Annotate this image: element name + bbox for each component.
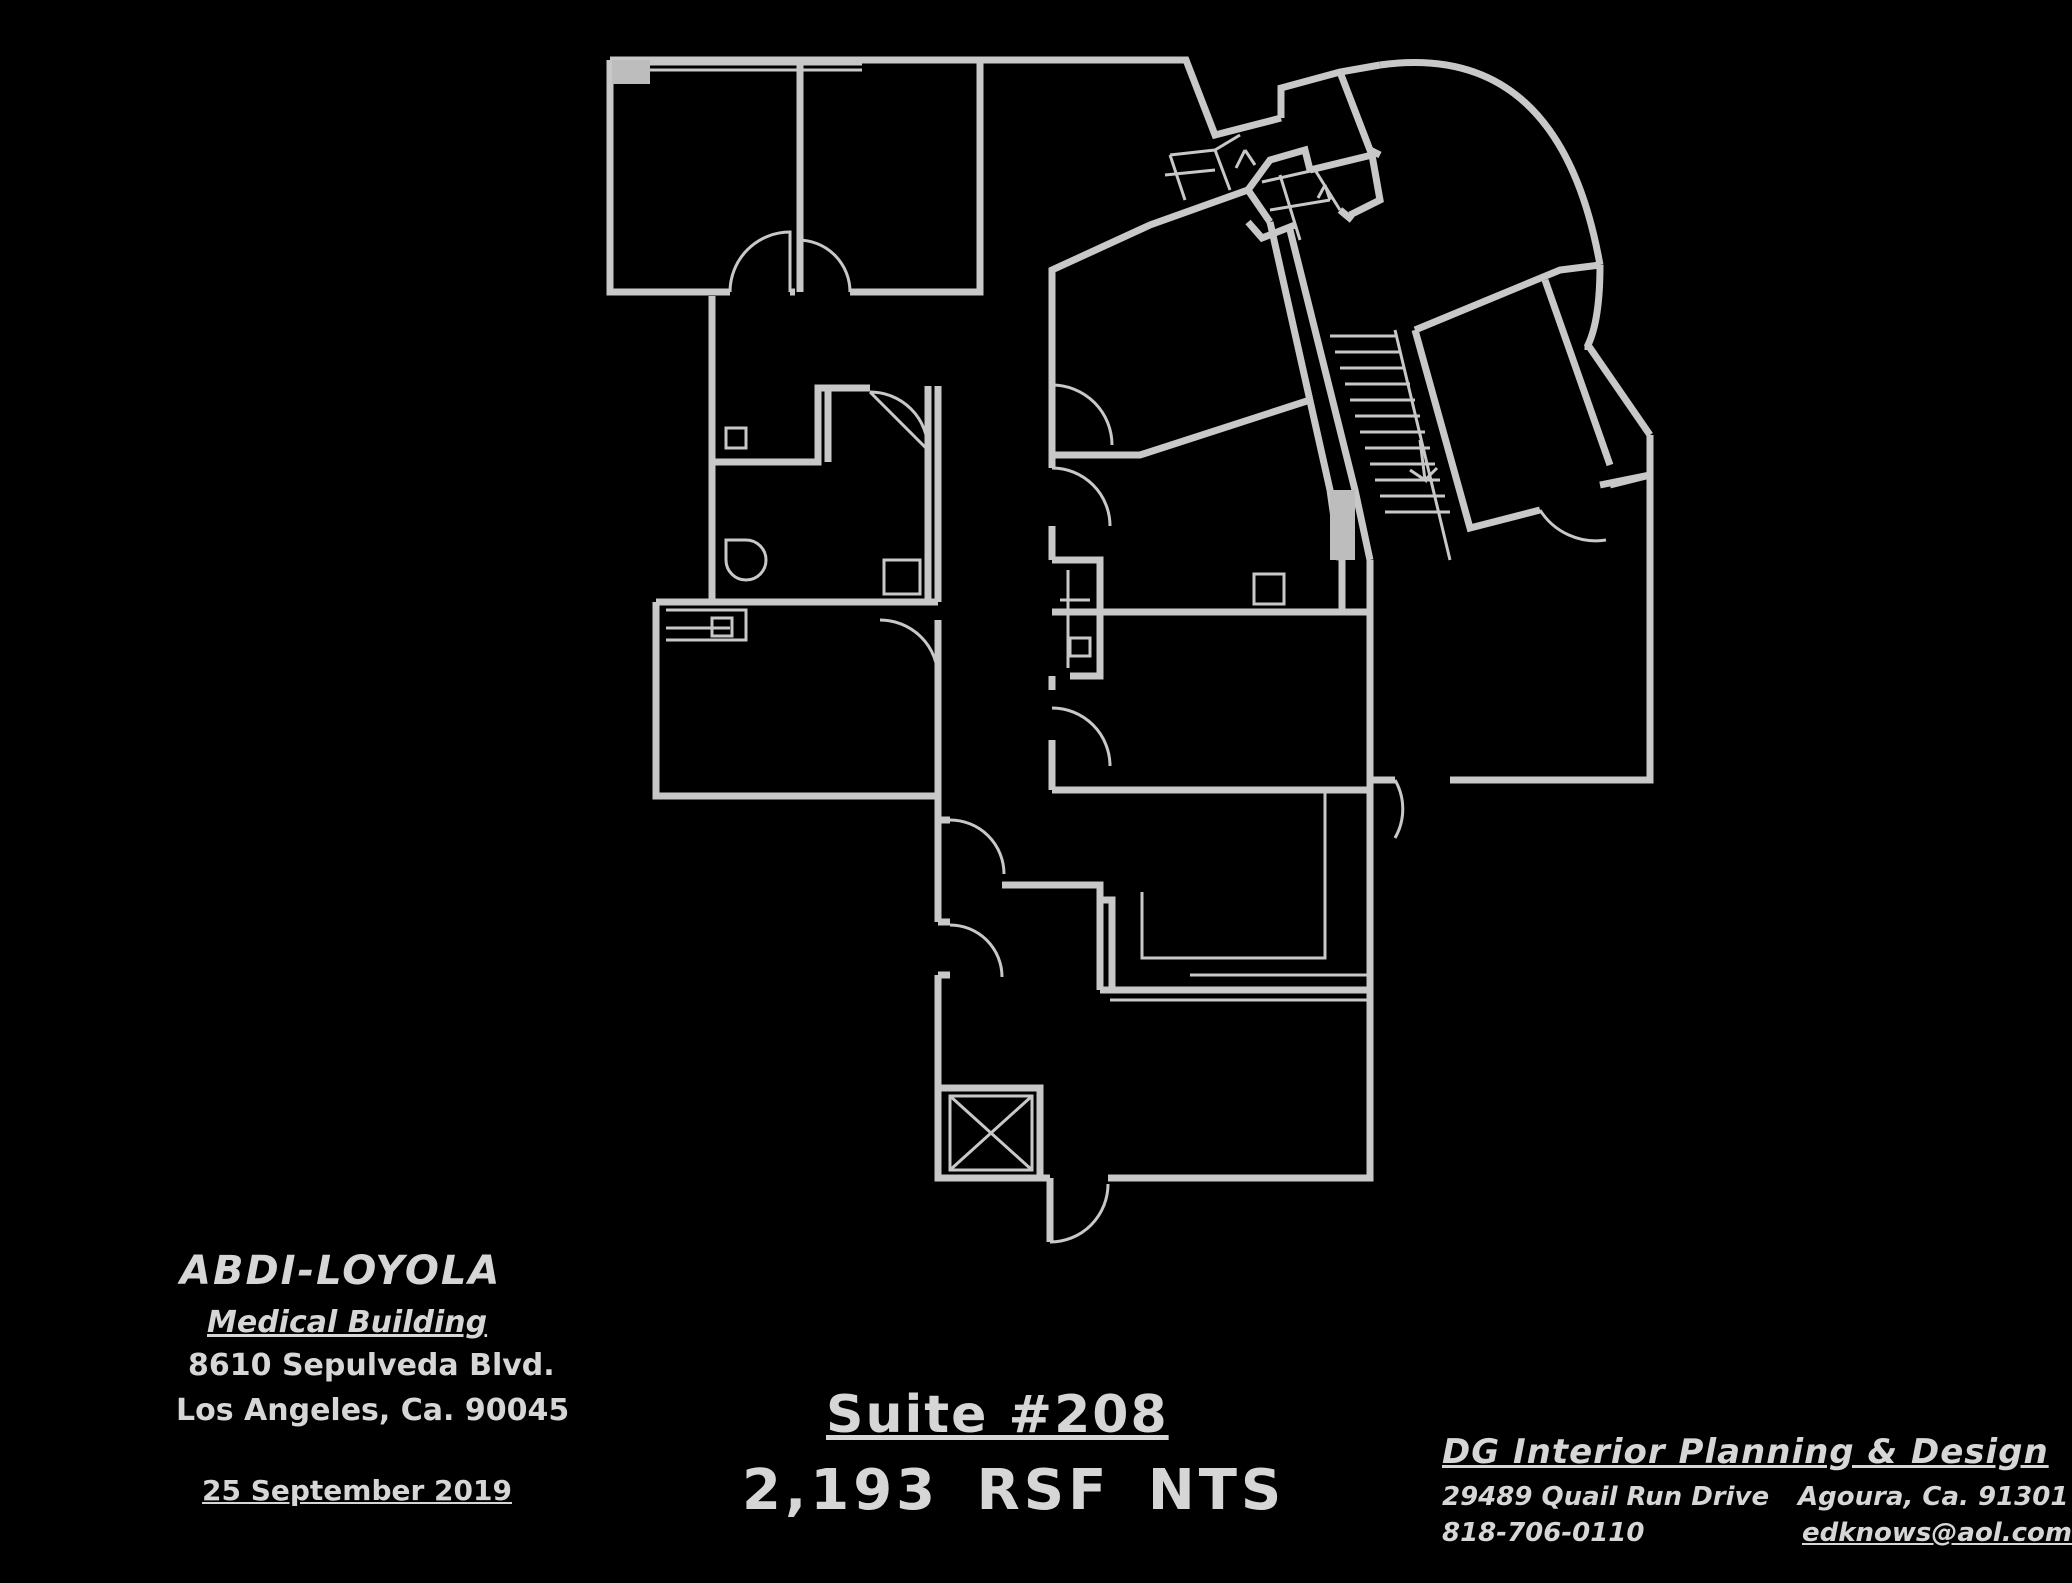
sink-fixture-2 [710, 616, 734, 638]
corridor-door-1 [949, 818, 1006, 875]
firm-name: DG Interior Planning & Design [1442, 1432, 2049, 1472]
office-door-2 [797, 238, 852, 293]
plan-date: 25 September 2019 [202, 1474, 512, 1507]
room-door-3 [1051, 706, 1112, 767]
stair-door [1538, 509, 1607, 543]
firm-street-address: 29489 Quail Run Drive [1442, 1482, 1770, 1512]
fixture-box [1252, 572, 1286, 606]
column-block [612, 60, 650, 84]
stair-core [1164, 133, 1452, 612]
exam-room-door [1051, 466, 1112, 527]
middle-rooms [1002, 706, 1370, 1002]
suite-title: Suite #208 [826, 1385, 1169, 1445]
right-wing-door [1393, 779, 1405, 839]
cabinet-fixture [882, 558, 922, 596]
building-street-address: 8610 Sepulveda Blvd. [188, 1348, 555, 1383]
angled-office [1048, 185, 1312, 560]
restroom-door [868, 390, 930, 454]
shaft-box [948, 1094, 1034, 1172]
suite-area: 2,193 RSF NTS [742, 1458, 1286, 1523]
firm-phone: 818-706-0110 [1442, 1518, 1645, 1548]
curved-tower [1277, 59, 1654, 839]
top-left-offices [606, 56, 1282, 296]
office-door-1 [728, 230, 792, 293]
corridor-door-2 [949, 923, 1004, 978]
toilet-fixture [724, 538, 768, 582]
firm-city: Agoura, Ca. 91301 [1798, 1482, 2069, 1512]
sink-fixture-3 [1068, 636, 1092, 658]
angled-office-door [1051, 383, 1114, 446]
firm-email-link[interactable]: edknows@aol.com [1802, 1518, 2072, 1548]
left-room [652, 598, 942, 800]
exam-room [1048, 556, 1374, 790]
sink-fixture [724, 426, 748, 450]
building-name: ABDI-LOYOLA [180, 1248, 502, 1294]
lower-suite [934, 790, 1374, 1244]
entry-door [1049, 1183, 1110, 1244]
left-room-door [879, 618, 940, 679]
building-city: Los Angeles, Ca. 90045 [176, 1393, 570, 1428]
stair-post [1330, 490, 1355, 560]
building-subtitle: Medical Building [207, 1305, 488, 1340]
restroom-block [708, 296, 942, 606]
